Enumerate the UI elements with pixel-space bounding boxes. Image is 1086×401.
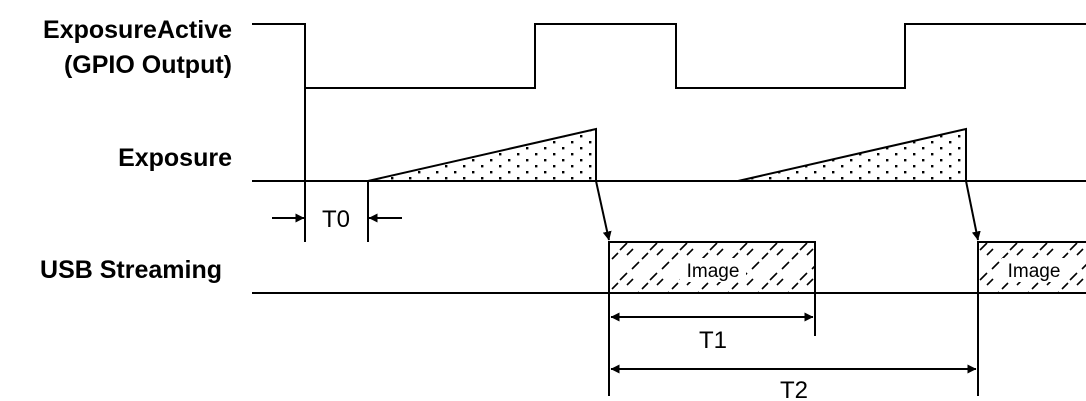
image-block-1 [608, 241, 816, 294]
exposure-active-waveform [252, 23, 1086, 89]
exposure-ramp-2 [737, 127, 967, 182]
image-label-bg-1 [680, 258, 746, 282]
gpio-output-label: (GPIO Output) [64, 51, 232, 79]
exposure-active-label: ExposureActive [43, 16, 232, 44]
t2-label: T2 [780, 377, 808, 401]
image-label-bg-2 [1002, 258, 1066, 282]
image-label-2: Image [1008, 261, 1061, 282]
t1-label: T1 [699, 327, 727, 354]
image-label-1: Image [687, 261, 740, 282]
exposure-label: Exposure [118, 144, 232, 172]
transfer-arrow-1 [595, 180, 612, 241]
usb-streaming-label: USB Streaming [40, 256, 222, 284]
t0-label: T0 [322, 206, 350, 233]
transfer-arrow-2 [965, 180, 981, 241]
exposure-ramp-1 [367, 127, 597, 182]
